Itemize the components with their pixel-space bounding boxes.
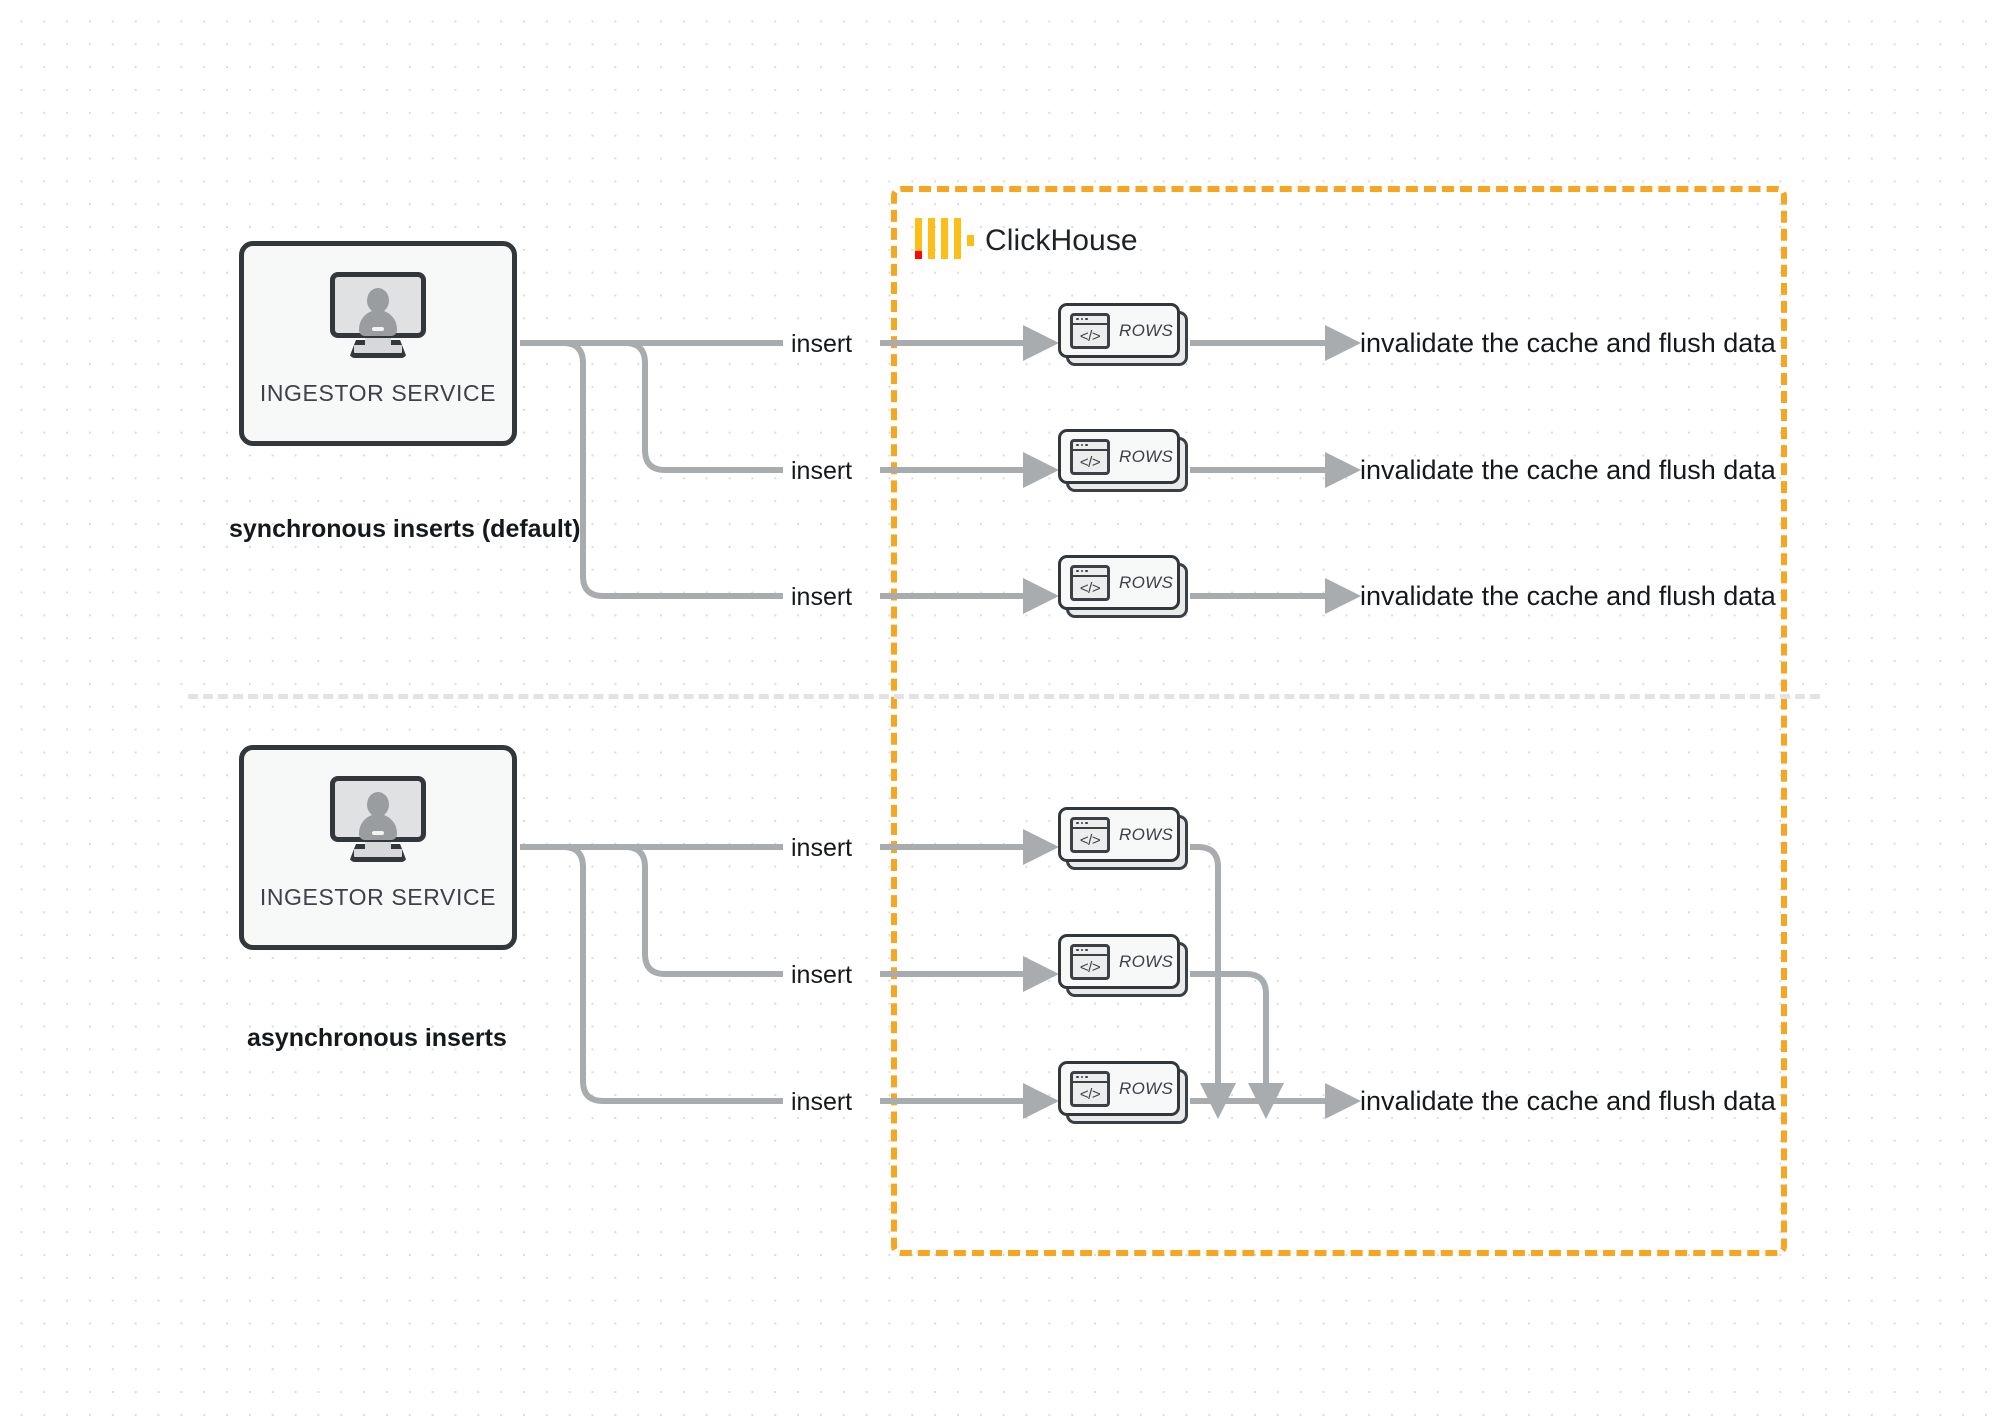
- edge-label-insert: insert: [791, 583, 853, 611]
- output-label-invalidate-cache: invalidate the cache and flush data: [1360, 455, 1776, 485]
- rows-card[interactable]: </> ROWS: [1058, 934, 1188, 997]
- code-window-icon: </>: [1070, 816, 1110, 853]
- output-label-invalidate-cache: invalidate the cache and flush data: [1360, 581, 1776, 611]
- code-window-icon: </>: [1070, 564, 1110, 601]
- edge-label-insert: insert: [791, 1088, 853, 1116]
- rows-card[interactable]: </> ROWS: [1058, 303, 1188, 366]
- monitor-user-icon: [330, 776, 426, 862]
- code-window-icon: </>: [1070, 943, 1110, 980]
- edge-label-insert: insert: [791, 834, 853, 862]
- caption-asynchronous-inserts: asynchronous inserts: [247, 1024, 507, 1052]
- output-label-invalidate-cache: invalidate the cache and flush data: [1360, 328, 1776, 358]
- edge-label-insert: insert: [791, 330, 853, 358]
- code-glyph: </>: [1079, 959, 1101, 976]
- clickhouse-label: ClickHouse: [985, 224, 1138, 257]
- ingestor-service-label: INGESTOR SERVICE: [259, 884, 497, 910]
- edge-label-insert: insert: [791, 961, 853, 989]
- code-window-icon: </>: [1070, 1070, 1110, 1107]
- rows-label: ROWS: [1119, 320, 1174, 340]
- section-divider: [188, 694, 1820, 699]
- rows-card[interactable]: </> ROWS: [1058, 555, 1188, 618]
- code-window-icon: </>: [1070, 312, 1110, 349]
- code-glyph: </>: [1079, 454, 1101, 471]
- ingestor-service-sync[interactable]: INGESTOR SERVICE: [239, 241, 517, 446]
- clickhouse-boundary: [891, 186, 1787, 1256]
- output-label-invalidate-cache-merged: invalidate the cache and flush data: [1360, 1086, 1776, 1116]
- code-glyph: </>: [1079, 580, 1101, 597]
- rows-label: ROWS: [1119, 572, 1174, 592]
- ingestor-service-label: INGESTOR SERVICE: [259, 380, 497, 406]
- code-window-icon: </>: [1070, 438, 1110, 475]
- code-glyph: </>: [1079, 328, 1101, 345]
- rows-label: ROWS: [1119, 1078, 1174, 1098]
- caption-synchronous-inserts: synchronous inserts (default): [229, 515, 581, 543]
- monitor-user-icon: [330, 272, 426, 358]
- edge-label-insert: insert: [791, 457, 853, 485]
- rows-card[interactable]: </> ROWS: [1058, 807, 1188, 870]
- clickhouse-logo-icon: [915, 218, 974, 264]
- rows-card[interactable]: </> ROWS: [1058, 1061, 1188, 1124]
- code-glyph: </>: [1079, 1086, 1101, 1103]
- rows-label: ROWS: [1119, 824, 1174, 844]
- code-glyph: </>: [1079, 832, 1101, 849]
- rows-card[interactable]: </> ROWS: [1058, 429, 1188, 492]
- ingestor-service-async[interactable]: INGESTOR SERVICE: [239, 745, 517, 950]
- rows-label: ROWS: [1119, 446, 1174, 466]
- clickhouse-brand: ClickHouse: [915, 218, 1138, 264]
- rows-label: ROWS: [1119, 951, 1174, 971]
